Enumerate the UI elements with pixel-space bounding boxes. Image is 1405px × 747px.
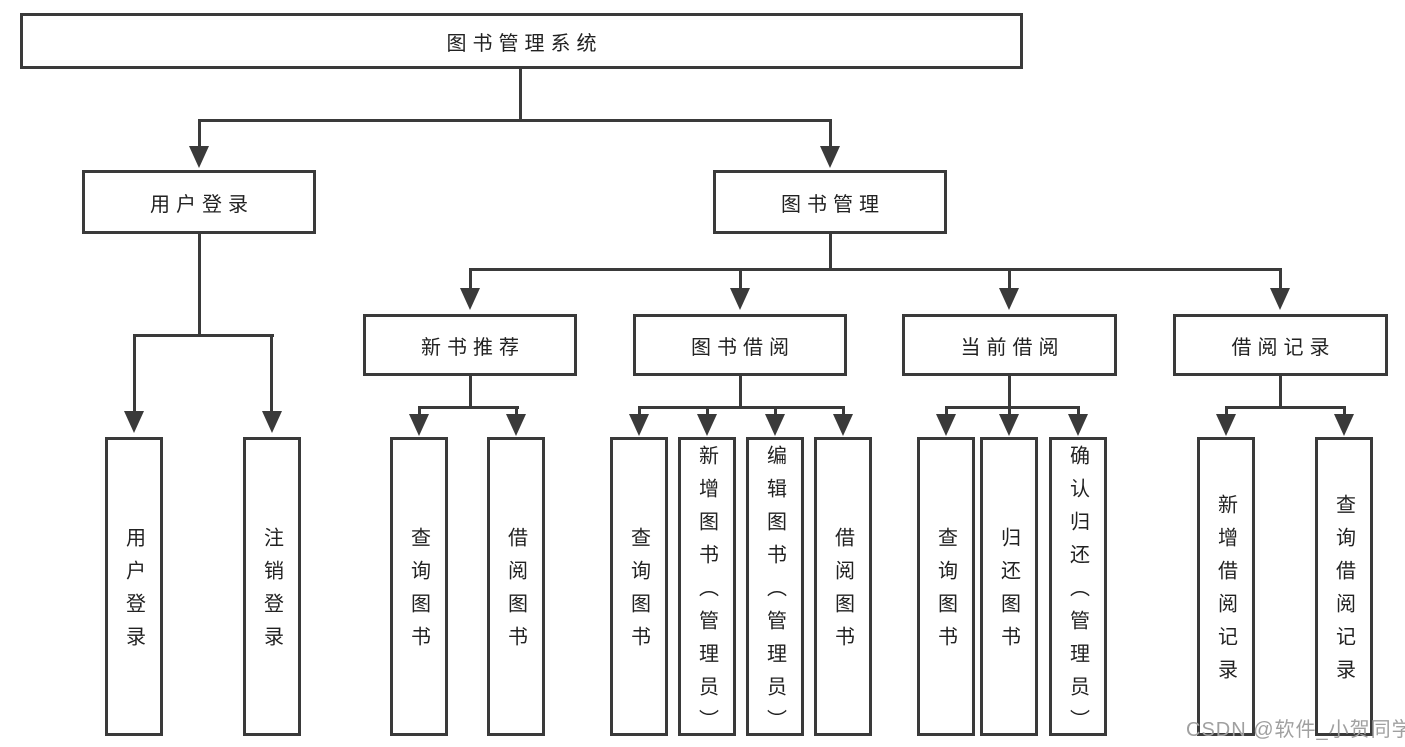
connector-vline	[519, 68, 522, 122]
connector-vline	[469, 375, 472, 408]
connector-vline	[1008, 268, 1011, 291]
leaf-add-borrow-record: 新增借阅记录	[1197, 437, 1255, 736]
arrow-down-icon	[765, 414, 785, 436]
node-book-borrowing-label: 图书借阅	[691, 336, 795, 359]
connector-hline	[133, 334, 274, 337]
node-book-management: 图书管理	[713, 170, 947, 234]
connector-hline	[945, 406, 1080, 409]
leaf-login-label: 用户登录	[122, 527, 145, 659]
leaf-edit-book-admin: 编辑图书（管理员）	[746, 437, 804, 742]
node-current-borrowing: 当前借阅	[902, 314, 1117, 376]
arrow-down-icon	[999, 288, 1019, 310]
connector-vline	[1343, 406, 1346, 416]
arrow-down-icon	[506, 414, 526, 436]
connector-hline	[638, 406, 845, 409]
leaf-logout-label: 注销登录	[260, 527, 283, 659]
connector-vline	[829, 233, 832, 270]
connector-vline	[1225, 406, 1228, 416]
connector-vline	[774, 406, 777, 416]
leaf-borrow-books-borrowing-label: 借阅图书	[831, 527, 854, 659]
connector-vline	[829, 119, 832, 149]
arrow-down-icon	[189, 146, 209, 168]
arrow-down-icon	[262, 411, 282, 433]
connector-vline	[1279, 268, 1282, 291]
leaf-login: 用户登录	[105, 437, 163, 736]
watermark: CSDN @软件_小贺同学	[1186, 719, 1405, 741]
leaf-add-book-admin-label: 新增图书（管理员）	[695, 444, 718, 742]
connector-vline	[198, 119, 201, 149]
arrow-down-icon	[460, 288, 480, 310]
connector-vline	[945, 406, 948, 416]
connector-vline	[133, 334, 136, 414]
leaf-edit-book-admin-label: 编辑图书（管理员）	[763, 444, 786, 742]
connector-vline	[1077, 406, 1080, 416]
connector-hline	[418, 406, 519, 409]
leaf-query-books-borrowing: 查询图书	[610, 437, 668, 736]
connector-vline	[198, 233, 201, 336]
arrow-down-icon	[1334, 414, 1354, 436]
connector-vline	[706, 406, 709, 416]
leaf-confirm-return-admin-label: 确认归还（管理员）	[1066, 444, 1089, 742]
leaf-borrow-books-borrowing: 借阅图书	[814, 437, 872, 736]
node-root-label: 图书管理系统	[446, 32, 603, 55]
node-user-login: 用户登录	[82, 170, 316, 234]
connector-hline	[198, 119, 832, 122]
connector-vline	[1008, 375, 1011, 408]
connector-vline	[739, 268, 742, 291]
connector-vline	[842, 406, 845, 416]
node-user-login-label: 用户登录	[150, 193, 254, 216]
arrow-down-icon	[1270, 288, 1290, 310]
leaf-return-books: 归还图书	[980, 437, 1038, 736]
leaf-add-book-admin: 新增图书（管理员）	[678, 437, 736, 742]
leaf-borrow-books-recommend-label: 借阅图书	[504, 527, 527, 659]
connector-vline	[1008, 406, 1011, 416]
connector-vline	[638, 406, 641, 416]
node-root: 图书管理系统	[20, 13, 1023, 69]
leaf-confirm-return-admin: 确认归还（管理员）	[1049, 437, 1107, 742]
arrow-down-icon	[629, 414, 649, 436]
node-borrow-records-label: 借阅记录	[1231, 336, 1336, 359]
leaf-return-books-label: 归还图书	[997, 527, 1020, 659]
leaf-query-borrow-record-label: 查询借阅记录	[1332, 494, 1355, 692]
leaf-query-books-current-label: 查询图书	[934, 527, 957, 659]
arrow-down-icon	[124, 411, 144, 433]
node-new-book-recommend: 新书推荐	[363, 314, 577, 376]
arrow-down-icon	[936, 414, 956, 436]
leaf-query-books-recommend-label: 查询图书	[407, 527, 430, 659]
arrow-down-icon	[999, 414, 1019, 436]
node-borrow-records: 借阅记录	[1173, 314, 1388, 376]
leaf-query-books-current: 查询图书	[917, 437, 975, 736]
connector-vline	[270, 334, 273, 414]
node-current-borrowing-label: 当前借阅	[960, 336, 1065, 359]
connector-hline	[469, 268, 1282, 271]
connector-hline	[1225, 406, 1346, 409]
arrow-down-icon	[730, 288, 750, 310]
leaf-add-borrow-record-label: 新增借阅记录	[1214, 494, 1237, 692]
leaf-query-books-borrowing-label: 查询图书	[627, 527, 650, 659]
connector-vline	[469, 268, 472, 291]
node-new-book-recommend-label: 新书推荐	[421, 336, 525, 359]
arrow-down-icon	[833, 414, 853, 436]
leaf-query-borrow-record: 查询借阅记录	[1315, 437, 1373, 736]
connector-vline	[739, 375, 742, 408]
leaf-borrow-books-recommend: 借阅图书	[487, 437, 545, 736]
arrow-down-icon	[409, 414, 429, 436]
connector-vline	[1279, 375, 1282, 408]
arrow-down-icon	[820, 146, 840, 168]
arrow-down-icon	[1216, 414, 1236, 436]
node-book-borrowing: 图书借阅	[633, 314, 847, 376]
connector-vline	[418, 406, 421, 416]
arrow-down-icon	[1068, 414, 1088, 436]
node-book-management-label: 图书管理	[781, 193, 885, 216]
leaf-logout: 注销登录	[243, 437, 301, 736]
arrow-down-icon	[697, 414, 717, 436]
connector-vline	[515, 406, 518, 416]
leaf-query-books-recommend: 查询图书	[390, 437, 448, 736]
